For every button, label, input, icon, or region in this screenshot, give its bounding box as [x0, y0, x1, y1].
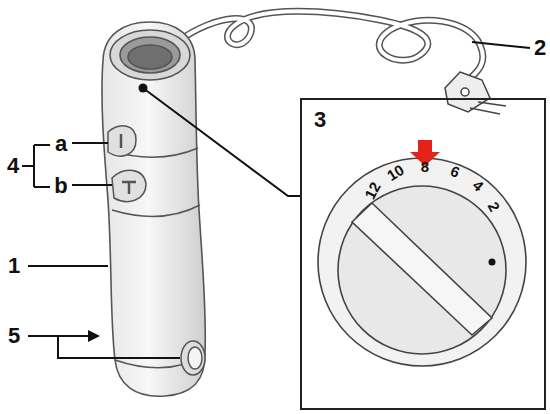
- callout-letter: b: [54, 175, 67, 197]
- leader-line: [143, 88, 300, 196]
- power-cord: [180, 11, 483, 80]
- callout-letter: a: [55, 133, 67, 155]
- dial-number: 6: [448, 162, 461, 179]
- dial-number: 2: [485, 199, 502, 213]
- callout-number: 2: [534, 37, 546, 59]
- speed-buttons: [108, 126, 146, 202]
- callout-number: 1: [8, 255, 20, 277]
- plug: [445, 72, 506, 114]
- dial-number: 12: [361, 179, 382, 201]
- callout-number: 3: [314, 109, 326, 131]
- dial-number: 4: [470, 177, 486, 194]
- dial-number: 10: [384, 161, 406, 183]
- callout-number: 4: [7, 155, 19, 177]
- dial-number: 8: [421, 159, 429, 174]
- arrowhead: [88, 330, 100, 342]
- release-button: [181, 341, 205, 375]
- leader-lines: [22, 42, 530, 358]
- speed-dial: [318, 158, 526, 366]
- callout-number: 5: [8, 325, 20, 347]
- inset-box: 3 1210 8 64 2: [300, 98, 546, 410]
- motor-housing: [102, 22, 205, 396]
